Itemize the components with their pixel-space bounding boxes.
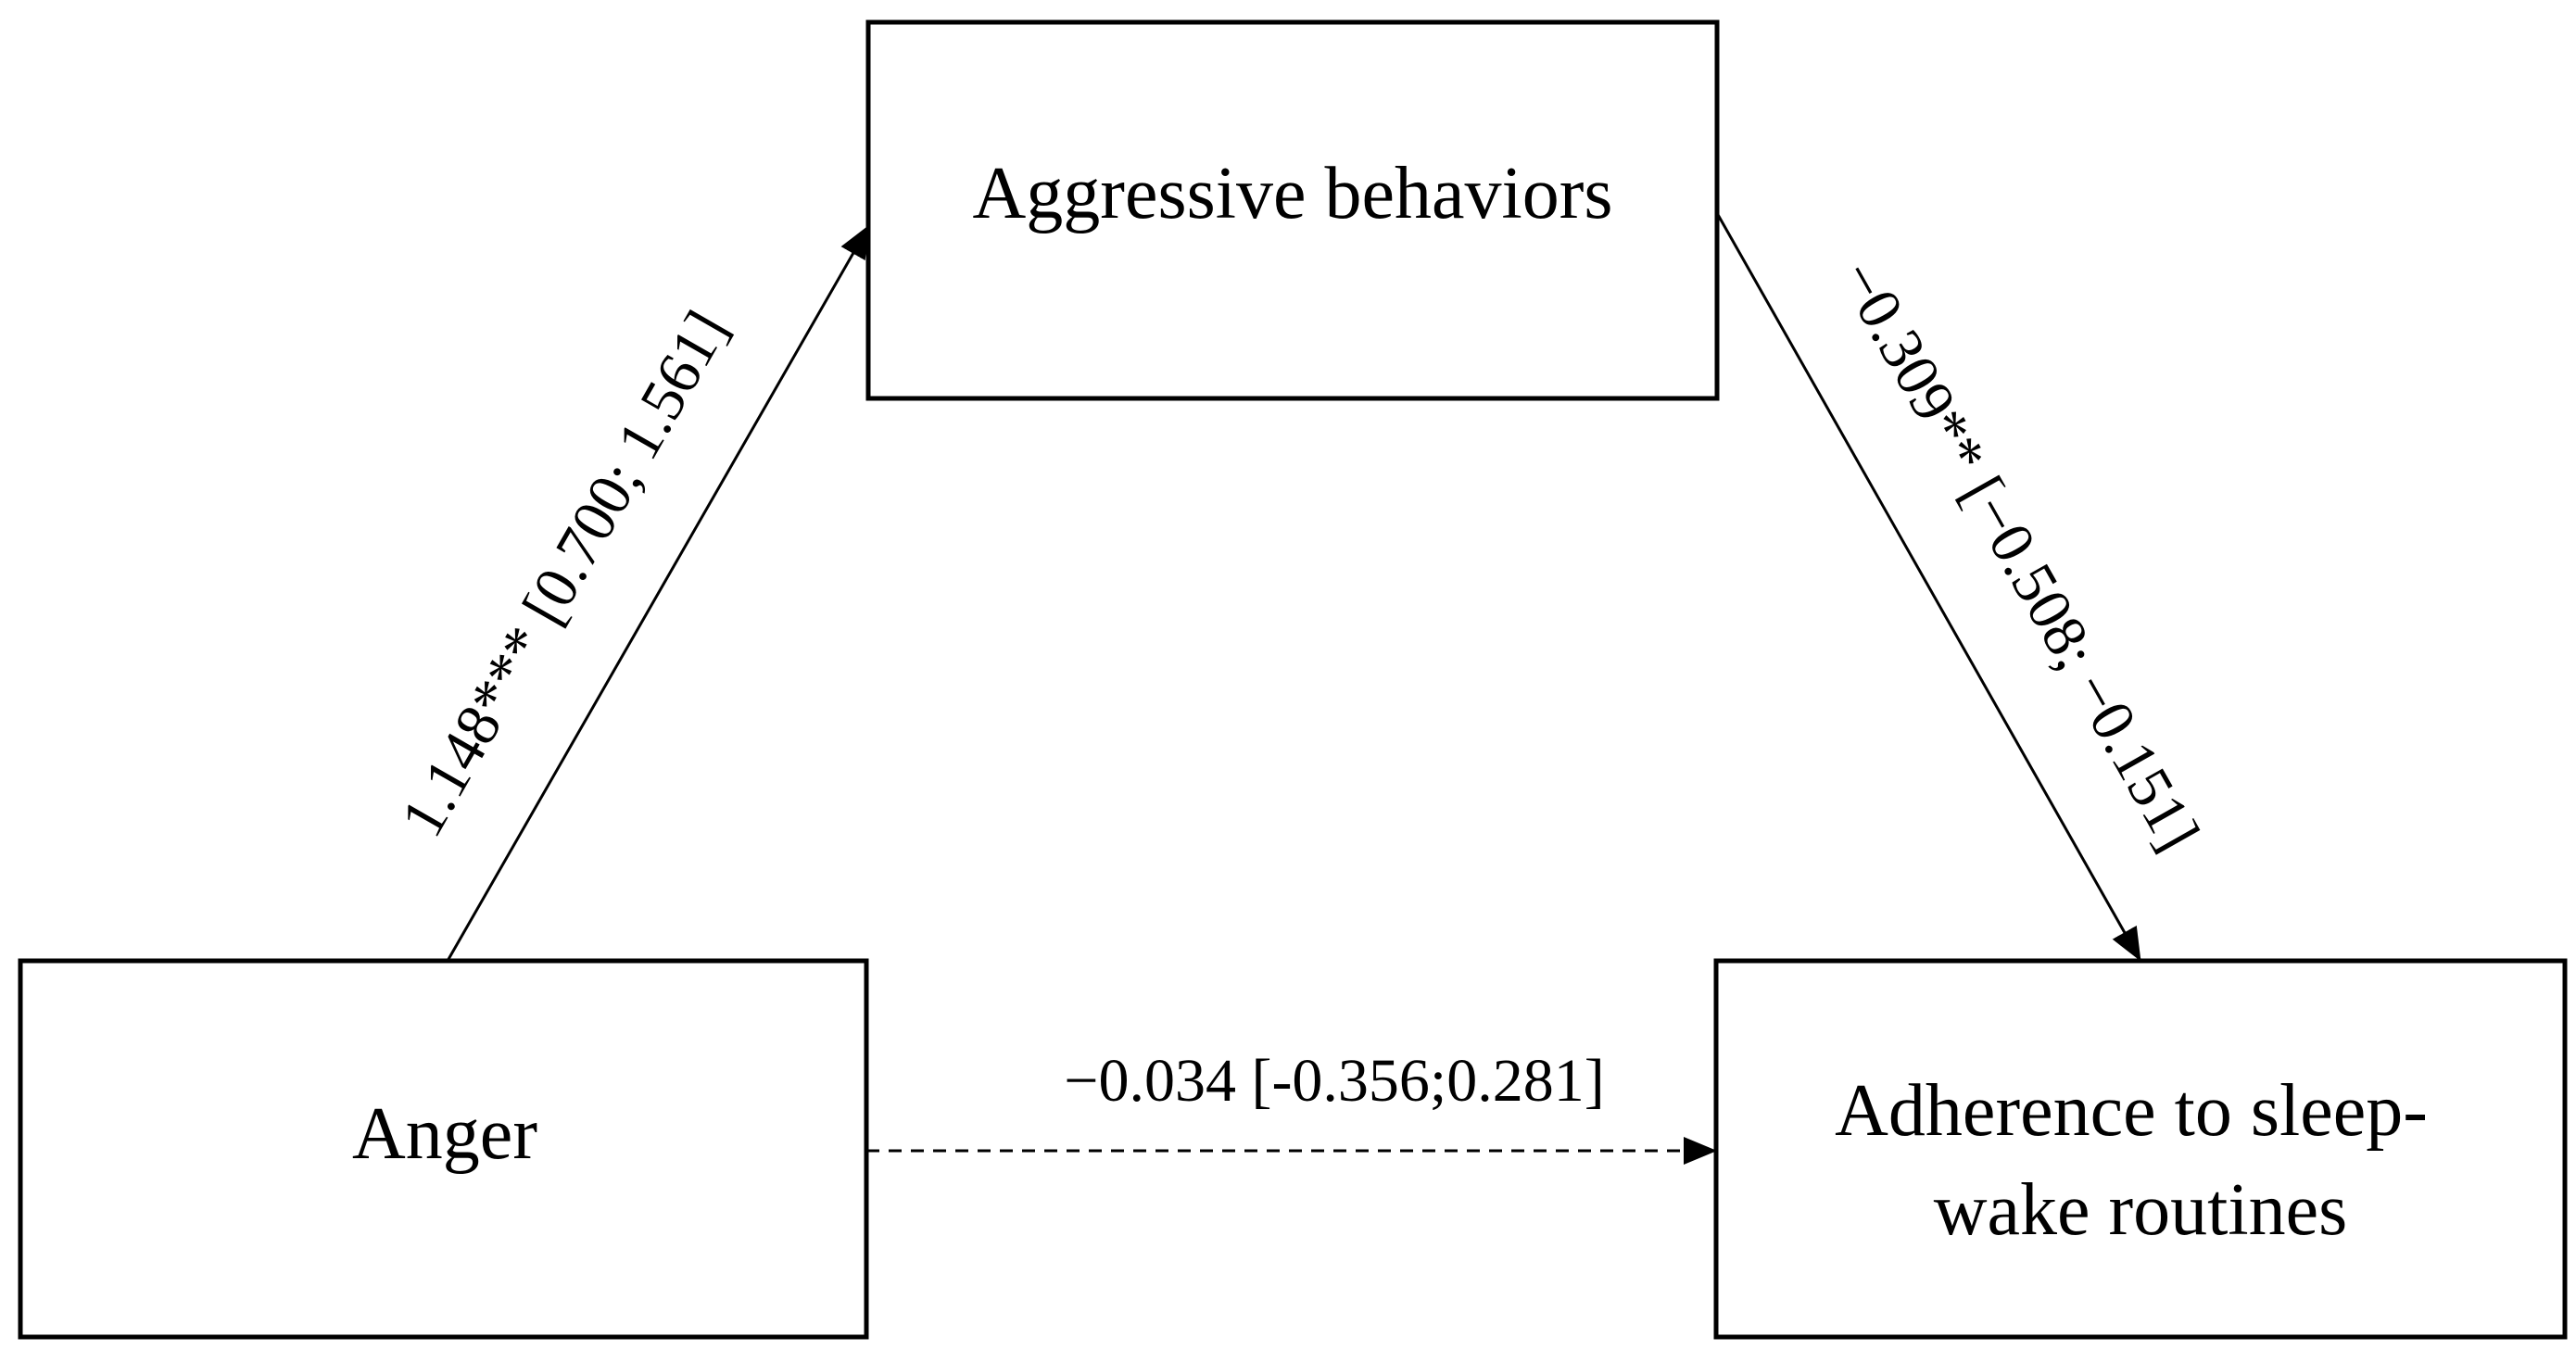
outcome-label-line-2: wake routines bbox=[1934, 1169, 2348, 1251]
path-b-arrow bbox=[1715, 212, 2141, 962]
path-a-arrow bbox=[446, 224, 870, 962]
path-a-label: 1.148*** [0.700; 1.561] bbox=[388, 300, 741, 848]
mediator-label: Aggressive behaviors bbox=[973, 153, 1613, 234]
predictor-label: Anger bbox=[352, 1093, 537, 1175]
path-b-label: −0.309** [−0.508; −0.151] bbox=[1825, 249, 2212, 862]
path-c-prime-label: −0.034 [-0.356;0.281] bbox=[1064, 1047, 1605, 1115]
outcome-node: Adherence to sleep- wake routines bbox=[1713, 958, 2568, 1340]
mediator-node: Aggressive behaviors bbox=[865, 19, 1720, 401]
outcome-label: Adherence to sleep- wake routines bbox=[1835, 1070, 2446, 1251]
predictor-box bbox=[18, 958, 869, 1340]
mediator-box bbox=[865, 19, 1720, 401]
outcome-label-line-1: Adherence to sleep- bbox=[1835, 1070, 2428, 1152]
predictor-node: Anger bbox=[18, 958, 869, 1340]
